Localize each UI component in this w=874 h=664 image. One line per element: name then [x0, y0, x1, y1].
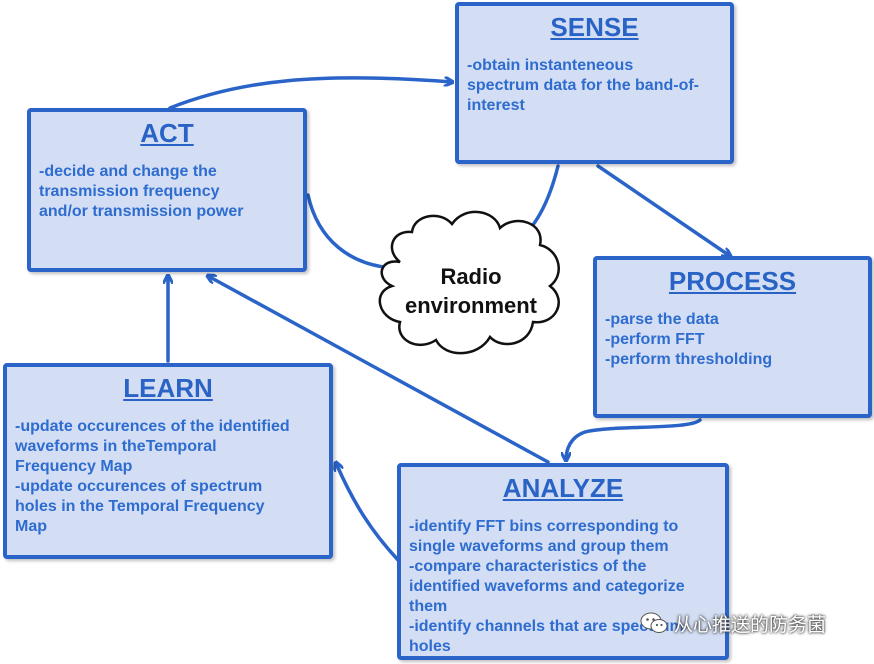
cloud-line: environment: [404, 293, 538, 318]
learn-line: Frequency Map: [15, 458, 133, 475]
analyze-box: ANALYZE -identify FFT bins corresponding…: [397, 463, 729, 660]
act-description: -decide and change the transmission freq…: [39, 162, 303, 222]
watermark-text: 从心推送的防务菌: [674, 613, 827, 636]
learn-line: -update occurences of spectrum: [15, 478, 263, 495]
analyze-line: -identify channels that are spectrum: [409, 618, 684, 635]
act-line: transmission frequency: [39, 183, 220, 200]
analyze-line: identified waveforms and categorize: [409, 578, 685, 595]
sense-box: SENSE -obtain instanteneous spectrum dat…: [455, 2, 734, 164]
process-line: -parse the data: [605, 311, 719, 328]
analyze-line: -identify FFT bins corresponding to: [409, 518, 679, 535]
analyze-title: ANALYZE: [502, 473, 624, 503]
process-line: -perform FFT: [605, 331, 705, 348]
act-line: -decide and change the: [39, 163, 217, 180]
arrow-sense-to-process: [596, 164, 730, 256]
sense-description: -obtain instanteneous spectrum data for …: [467, 56, 730, 116]
analyze-line: single waveforms and group them: [409, 538, 669, 555]
wechat-icon: [640, 612, 668, 633]
radio-environment-label: Radio environment: [396, 262, 546, 320]
act-box: ACT -decide and change the transmission …: [27, 108, 307, 272]
learn-line: waveforms in theTemporal: [15, 438, 217, 455]
process-description: -parse the data -perform FFT -perform th…: [605, 310, 868, 370]
act-title: ACT: [140, 118, 194, 148]
process-box: PROCESS -parse the data -perform FFT -pe…: [593, 256, 872, 418]
radio-environment-cloud: [378, 210, 560, 355]
analyze-description: -identify FFT bins corresponding to sing…: [409, 517, 725, 657]
sense-line: -obtain instanteneous: [467, 57, 634, 74]
cloud-line: Radio: [440, 264, 502, 289]
learn-box: LEARN -update occurences of the identifi…: [3, 363, 333, 559]
learn-line: -update occurences of the identified: [15, 418, 290, 435]
learn-description: -update occurences of the identified wav…: [15, 417, 329, 537]
analyze-line: holes: [409, 638, 451, 655]
act-line: and/or transmission power: [39, 203, 244, 220]
process-line: -perform thresholding: [605, 351, 773, 368]
link-act-cloud: [306, 193, 395, 270]
learn-line: Map: [15, 518, 47, 535]
arrow-process-to-analyze: [566, 418, 702, 460]
learn-line: holes in the Temporal Frequency: [15, 498, 265, 515]
process-title: PROCESS: [668, 266, 797, 296]
arrow-analyze-to-learn: [336, 463, 400, 562]
sense-line: spectrum data for the band-of-: [467, 77, 700, 94]
analyze-line: -compare characteristics of the: [409, 558, 647, 575]
sense-title: SENSE: [550, 12, 639, 42]
arrow-analyze-to-act: [208, 276, 550, 464]
learn-title: LEARN: [123, 373, 213, 403]
analyze-line: them: [409, 598, 448, 615]
sense-line: interest: [467, 97, 525, 114]
arrow-act-to-sense: [168, 76, 452, 110]
watermark: 从心推送的防务菌: [640, 608, 826, 638]
